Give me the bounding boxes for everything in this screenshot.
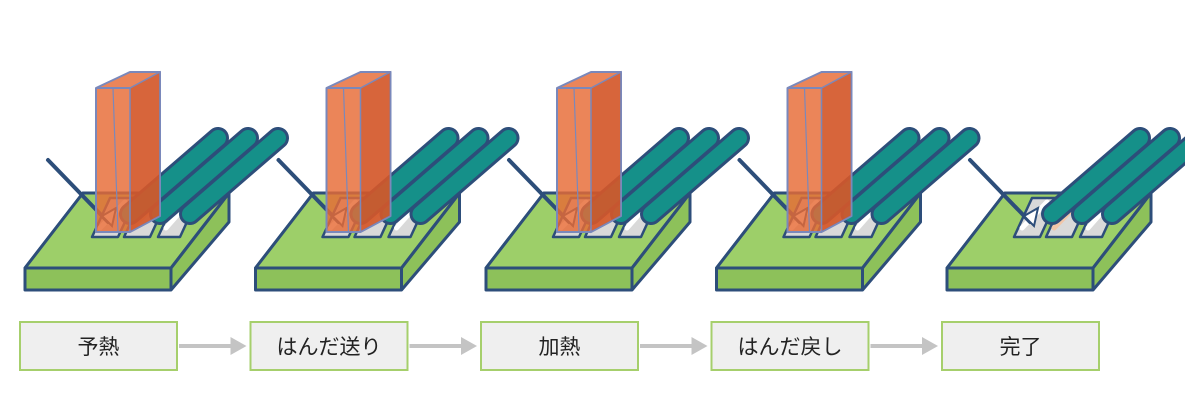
solder-wire-tip <box>1022 206 1040 228</box>
flow-arrow <box>870 337 938 355</box>
cable <box>1044 130 1148 222</box>
iron-edge <box>573 87 580 233</box>
step-label-box: 加熱 <box>480 321 639 371</box>
step-label-box: 予熱 <box>19 321 178 371</box>
board-edge <box>861 192 922 269</box>
step-scene-1 <box>23 70 289 292</box>
flow-arrow <box>640 337 708 355</box>
board-edge <box>169 192 231 269</box>
step-scene-4 <box>715 70 981 292</box>
arrow-head <box>230 337 247 355</box>
cable <box>643 130 747 222</box>
step-scene-2 <box>254 70 520 292</box>
cable <box>843 130 948 222</box>
label-box <box>710 321 870 371</box>
cable <box>152 130 256 222</box>
cable <box>1104 140 1185 222</box>
soldering-iron <box>556 70 622 234</box>
board-edge <box>630 192 692 269</box>
board-edge <box>400 192 461 269</box>
step-label: はんだ戻し <box>738 335 843 359</box>
iron-face <box>590 70 622 234</box>
board-edge <box>1091 192 1153 269</box>
step-label: 予熱 <box>78 335 120 359</box>
arrow-head <box>922 337 938 355</box>
soldering-iron <box>95 70 161 234</box>
step-illustrations <box>23 70 1185 292</box>
step-label-box: はんだ送り <box>249 321 409 371</box>
step-scene-3 <box>484 70 750 292</box>
step-scene-5 <box>945 127 1185 292</box>
step-label: はんだ送り <box>277 335 382 359</box>
flow-arrow <box>409 337 477 355</box>
step-label: 加熱 <box>539 335 581 359</box>
iron-face <box>359 70 392 234</box>
cable <box>873 130 978 222</box>
cable <box>1074 130 1178 222</box>
solder-wire <box>968 158 1032 224</box>
iron-edge <box>803 87 811 233</box>
arrow-head <box>691 337 708 355</box>
flow-arrow <box>179 337 247 355</box>
label-box <box>249 321 409 371</box>
iron-edge <box>112 87 119 233</box>
soldering-iron <box>325 70 392 234</box>
iron-face <box>129 70 161 234</box>
cable <box>182 130 286 222</box>
label-box <box>480 321 639 371</box>
step-label-box: はんだ戻し <box>710 321 870 371</box>
step-label-box: 完了 <box>941 321 1100 371</box>
iron-face <box>820 70 853 234</box>
iron-edge <box>342 87 350 233</box>
cable <box>613 130 717 222</box>
soldering-iron <box>786 70 853 234</box>
label-box <box>19 321 178 371</box>
arrow-head <box>461 337 477 355</box>
cable <box>412 130 517 222</box>
cable <box>382 130 487 222</box>
step-labels: 予熱 はんだ送り 加熱 はんだ戻し 完了 <box>19 321 1100 371</box>
flow-arrows <box>179 337 938 355</box>
label-box <box>941 321 1100 371</box>
step-label: 完了 <box>1000 335 1042 359</box>
